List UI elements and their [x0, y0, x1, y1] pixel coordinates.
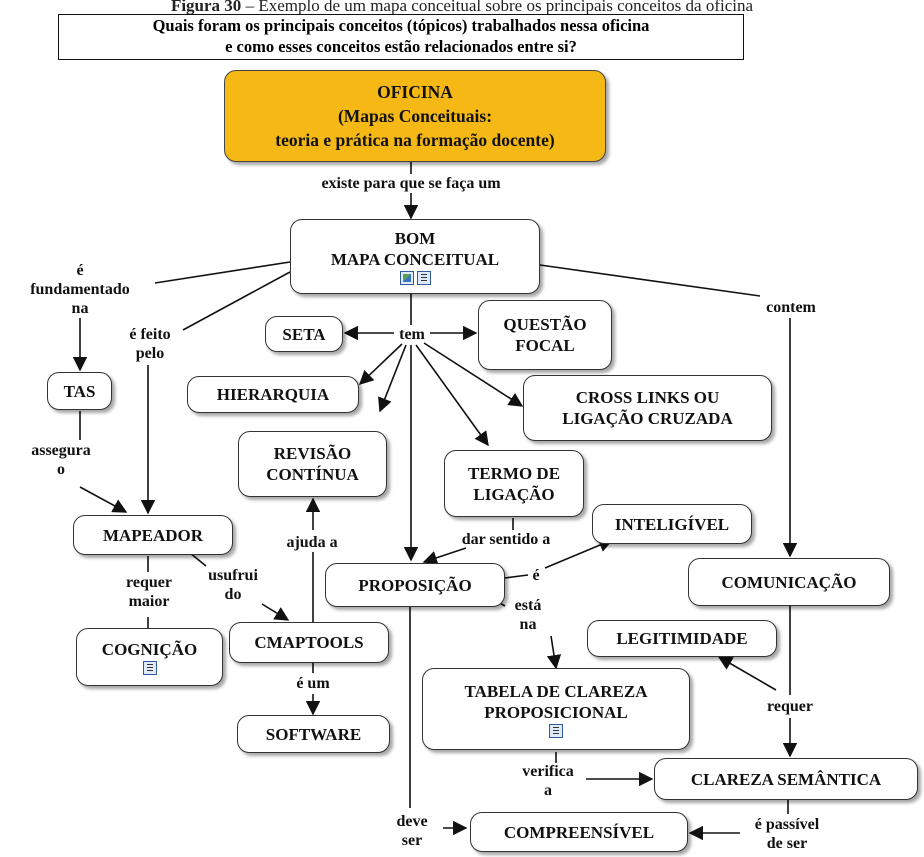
image-resource-icon[interactable] — [399, 271, 414, 285]
link-e: é — [532, 567, 540, 584]
focal-question: Quais foram os principais conceitos (tóp… — [58, 14, 744, 60]
document-resource-icon[interactable] — [416, 271, 431, 285]
concept-cmaptools[interactable]: CMAPTOOLS — [229, 622, 389, 663]
link-esta-na: está na — [514, 597, 542, 633]
concept-proposicao[interactable]: PROPOSIÇÃO — [325, 563, 505, 607]
concept-seta[interactable]: SETA — [265, 316, 343, 352]
link-verifica: verifica a — [522, 763, 574, 799]
link-dar-sentido: dar sentido a — [461, 531, 551, 548]
concept-questao-focal[interactable]: QUESTÃO FOCAL — [478, 300, 612, 370]
concept-tabela-clareza[interactable]: TABELA DE CLAREZA PROPOSICIONAL — [422, 668, 690, 750]
link-e-um: é um — [296, 675, 330, 692]
document-resource-icon[interactable] — [142, 661, 157, 675]
concept-mapeador[interactable]: MAPEADOR — [73, 515, 233, 555]
link-fundamentado: é fundamentado na — [30, 262, 130, 317]
concept-hierarquia[interactable]: HIERARQUIA — [187, 376, 359, 413]
figure-caption: Figura 30 – Exemplo de um mapa conceitua… — [170, 0, 754, 14]
concept-compreensivel[interactable]: COMPREENSÍVEL — [470, 812, 688, 852]
link-deve-ser: deve ser — [396, 813, 428, 849]
concept-cross-links[interactable]: CROSS LINKS OU LIGAÇÃO CRUZADA — [523, 375, 772, 441]
link-passivel: é passível de ser — [754, 816, 820, 852]
concept-legitimidade[interactable]: LEGITIMIDADE — [587, 620, 777, 657]
concept-oficina[interactable]: OFICINA (Mapas Conceituais: teoria e prá… — [224, 70, 606, 162]
link-existe: existe para que se faça um — [321, 175, 501, 192]
link-requer: requer — [767, 698, 813, 715]
link-requer-maior: requer maior — [126, 574, 172, 610]
link-assegura: assegura o — [31, 442, 91, 478]
link-tem: tem — [399, 326, 425, 343]
concept-tas[interactable]: TAS — [47, 372, 112, 410]
link-feito-pelo: é feito pelo — [129, 326, 171, 362]
concept-cognicao[interactable]: COGNIÇÃO — [76, 628, 223, 686]
concept-software[interactable]: SOFTWARE — [237, 715, 390, 753]
concept-revisao-continua[interactable]: REVISÃO CONTÍNUA — [238, 431, 387, 497]
link-usufrui: usufrui do — [208, 567, 258, 603]
concept-bom-mapa-conceitual[interactable]: BOM MAPA CONCEITUAL — [290, 219, 540, 294]
concept-termo-de-ligacao[interactable]: TERMO DE LIGAÇÃO — [444, 450, 584, 517]
link-ajuda: ajuda a — [286, 534, 338, 551]
document-resource-icon[interactable] — [549, 723, 563, 738]
concept-inteligivel[interactable]: INTELIGÍVEL — [592, 504, 752, 544]
link-contem: contem — [766, 299, 816, 316]
concept-comunicacao[interactable]: COMUNICAÇÃO — [688, 558, 890, 606]
concept-clareza-semantica[interactable]: CLAREZA SEMÂNTICA — [654, 758, 918, 800]
